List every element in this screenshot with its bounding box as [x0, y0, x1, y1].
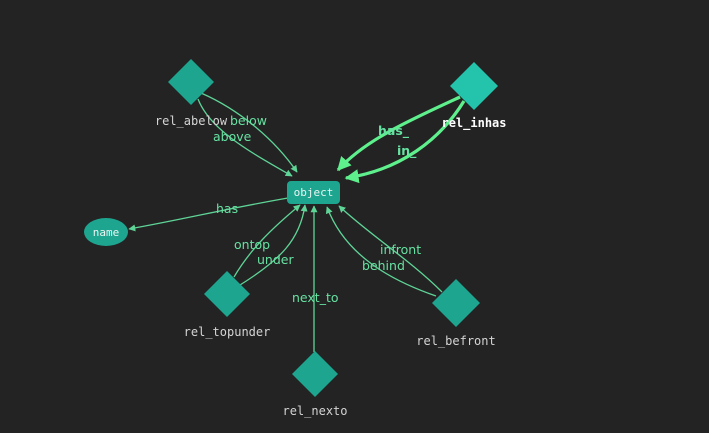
edge-below[interactable] — [200, 92, 298, 173]
edge-above[interactable] — [197, 98, 293, 177]
edge-label-has-underscore: has_ — [378, 123, 410, 139]
node-object[interactable]: object — [287, 181, 340, 204]
edge-label-behind: behind — [362, 258, 405, 273]
edge-under[interactable] — [239, 204, 308, 286]
node-name-label: name — [93, 226, 120, 239]
edge-label-under: under — [257, 252, 294, 267]
edge-label-infront: infront — [380, 242, 421, 257]
node-rel-topunder-label: rel_topunder — [184, 325, 271, 339]
node-rel-abelow[interactable]: rel_abelow — [155, 59, 228, 128]
node-rel-inhas[interactable]: rel_inhas — [441, 62, 507, 131]
node-name[interactable]: name — [84, 218, 128, 246]
edge-label-has: has — [216, 201, 238, 216]
node-rel-nexto-label: rel_nexto — [282, 404, 347, 418]
edge-has[interactable] — [128, 197, 289, 232]
node-rel-befront-label: rel_befront — [416, 334, 495, 348]
edge-label-below: below — [230, 113, 267, 128]
edge-label-next-to: next_to — [292, 290, 339, 305]
edge-behind[interactable] — [325, 206, 437, 297]
edge-label-ontop: ontop — [234, 237, 270, 252]
edge-infront[interactable] — [338, 205, 443, 293]
node-rel-inhas-label: rel_inhas — [441, 116, 506, 131]
edge-has-underscore[interactable] — [336, 95, 461, 172]
node-rel-topunder[interactable]: rel_topunder — [184, 271, 271, 339]
edge-label-in-underscore: in_ — [397, 143, 417, 159]
edge-label-above: above — [213, 129, 252, 144]
edge-ontop[interactable] — [233, 204, 301, 278]
node-rel-befront[interactable]: rel_befront — [416, 279, 496, 348]
node-object-label: object — [294, 186, 334, 199]
node-rel-abelow-label: rel_abelow — [155, 114, 228, 128]
node-rel-nexto[interactable]: rel_nexto — [282, 351, 348, 418]
edge-in-underscore[interactable] — [344, 100, 466, 184]
